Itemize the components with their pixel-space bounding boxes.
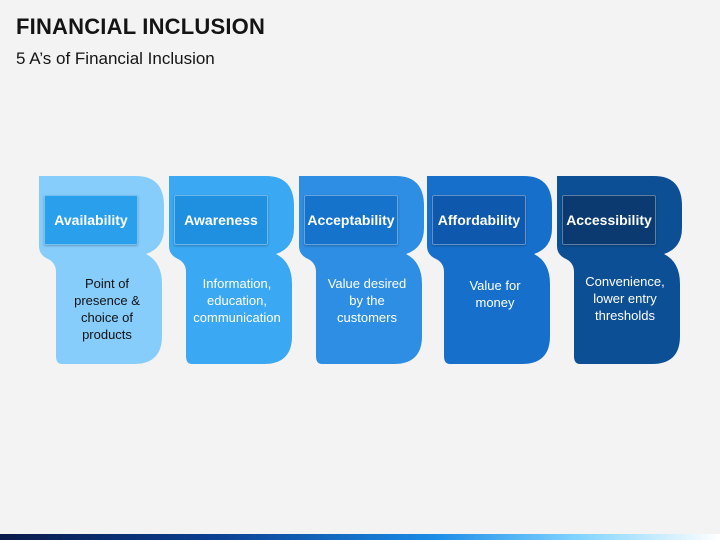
- card-description: Point of presence & choice of products: [74, 276, 140, 342]
- card-label: Acceptability: [304, 195, 398, 245]
- card-availability: Availability Point of presence & choice …: [36, 176, 166, 366]
- card-label: Accessibility: [562, 195, 656, 245]
- page-title: FINANCIAL INCLUSION: [16, 14, 266, 39]
- bottom-accent-bar: [0, 534, 720, 540]
- card-label: Affordability: [432, 195, 526, 245]
- page-subtitle: 5 A’s of Financial Inclusion: [16, 49, 215, 68]
- card-acceptability: Acceptability Value desired by the custo…: [296, 176, 426, 366]
- card-description: Information, education, communication: [193, 276, 281, 325]
- card-label: Availability: [44, 195, 138, 245]
- card-description: Convenience, lower entry thresholds: [585, 274, 665, 323]
- card-description: Value for money: [469, 278, 521, 310]
- card-awareness: Awareness Information, education, commun…: [166, 176, 296, 366]
- card-description: Value desired by the customers: [327, 276, 407, 325]
- card-label: Awareness: [174, 195, 268, 245]
- card-accessibility: Accessibility Convenience, lower entry t…: [554, 176, 684, 366]
- card-affordability: Affordability Value for money: [424, 176, 554, 366]
